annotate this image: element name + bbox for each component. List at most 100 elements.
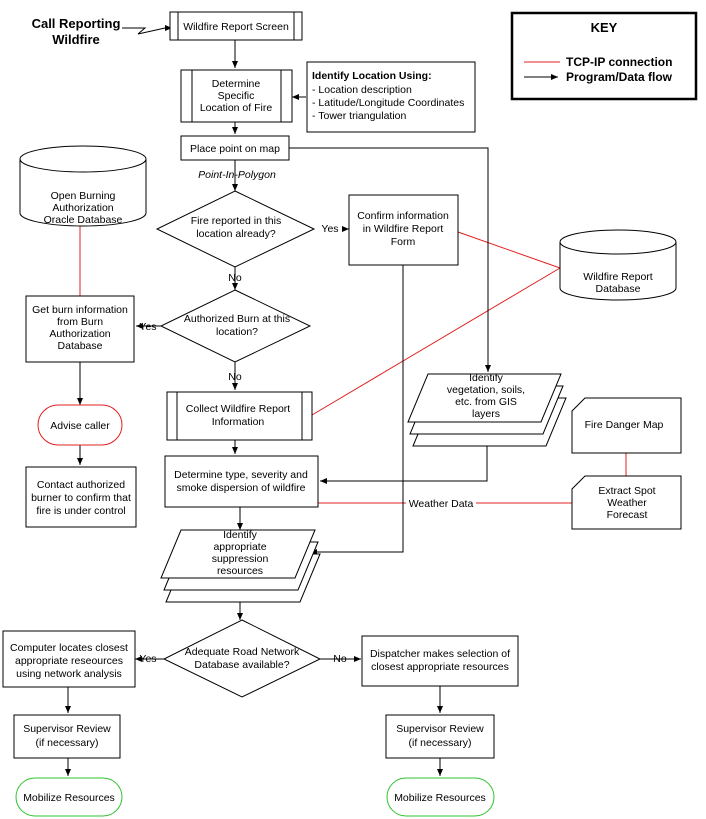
node-confirm-information: Confirm information in Wildfire Report F… xyxy=(348,194,459,266)
open-burning-db-line-3: Oracle Database xyxy=(44,214,123,226)
computer-locates-line-1: Computer locates closest xyxy=(10,642,128,654)
node-dispatcher-selects: Dispatcher makes selection of closest ap… xyxy=(361,635,519,687)
identify-suppression-line-2: appropriate xyxy=(213,541,266,553)
determine-type-line-2: smoke dispersion of wildfire xyxy=(177,482,306,494)
legend-box xyxy=(510,11,698,101)
supervisor-review-left-line-1: Supervisor Review xyxy=(23,723,111,735)
confirm-information-line-3: Form xyxy=(391,236,416,248)
contact-burner-line-3: fire is under control xyxy=(36,505,125,517)
open-burning-db-line-2: Authorization xyxy=(52,202,113,214)
identify-gis-line-1: Identify xyxy=(469,372,504,384)
identify-suppression-line-1: Identify xyxy=(223,529,258,541)
fire-danger-map-label: Fire Danger Map xyxy=(585,419,664,431)
identify-location-title: Identify Location Using: xyxy=(312,70,432,82)
edge-label-no-fire-reported: No xyxy=(228,272,242,284)
point-in-polygon-label: Point-In-Polygon xyxy=(198,169,276,181)
determine-type-line-1: Determine type, severity and xyxy=(174,469,308,481)
node-determine-type: Determine type, severity and smoke dispe… xyxy=(164,455,319,508)
edge-label-yes-confirm: Yes xyxy=(321,223,338,235)
identify-gis-line-4: layers xyxy=(472,408,500,420)
get-burn-info-line-3: Authorization xyxy=(49,328,110,340)
fire-reported-line-1: Fire reported in this xyxy=(191,215,281,227)
supervisor-review-right-line-2: (if necessary) xyxy=(408,737,471,749)
contact-burner-line-1: Contact authorized xyxy=(37,479,125,491)
tcp-confirm-to-wildfiredb xyxy=(457,231,561,269)
computer-locates-line-2: appropriate reseources xyxy=(15,655,123,667)
extract-weather-line-3: Forecast xyxy=(607,509,648,521)
flow-place-to-gis xyxy=(289,147,491,372)
node-extract-weather: Extract Spot Weather Forecast xyxy=(571,475,682,530)
legend: KEY TCP-IP connection Program/Data flow xyxy=(510,11,698,101)
get-burn-info-line-1: Get burn information xyxy=(32,304,128,316)
open-burning-db-line-1: Open Burning xyxy=(51,190,116,202)
identify-gis-line-3: etc. from GIS xyxy=(455,396,517,408)
node-determine-location-line-3: Location of Fire xyxy=(200,102,273,114)
flow-gis-to-determine-type xyxy=(320,446,488,484)
supervisor-review-right-line-1: Supervisor Review xyxy=(396,723,484,735)
node-supervisor-review-left: Supervisor Review (if necessary) xyxy=(13,714,121,759)
node-open-burning-db: Open Burning Authorization Oracle Databa… xyxy=(19,145,147,227)
edge-label-yes-burn: Yes xyxy=(139,321,156,333)
node-mobilize-right: Mobilize Resources xyxy=(386,777,495,817)
node-determine-location-line-2: Specific xyxy=(218,90,255,102)
confirm-information-line-2: in Wildfire Report xyxy=(363,223,444,235)
computer-locates-line-3: using network analysis xyxy=(16,668,122,680)
extract-weather-line-1: Extract Spot xyxy=(598,485,655,497)
legend-flow-label: Program/Data flow xyxy=(566,70,673,84)
node-supervisor-review-right: Supervisor Review (if necessary) xyxy=(385,714,495,759)
identify-gis-line-2: vegetation, soils, xyxy=(447,384,525,396)
node-fire-danger-map: Fire Danger Map xyxy=(571,397,682,454)
edge-label-no-burn: No xyxy=(228,371,242,383)
caller-label: Call Reporting Wildfire xyxy=(32,16,121,47)
node-determine-location: Determine Specific Location of Fire xyxy=(180,69,293,123)
node-advise-caller: Advise caller xyxy=(37,404,123,446)
mobilize-right-label: Mobilize Resources xyxy=(394,792,486,804)
node-wildfire-report-screen: Wildfire Report Screen xyxy=(169,11,303,41)
extract-weather-line-2: Weather xyxy=(607,497,647,509)
weather-data-label: Weather Data xyxy=(409,498,474,510)
caller-line-1: Call Reporting xyxy=(32,16,121,31)
identify-location-item-3: - Tower triangulation xyxy=(312,110,407,122)
legend-tcp-label: TCP-IP connection xyxy=(566,55,672,69)
edge-label-yes-road: Yes xyxy=(139,653,156,665)
fire-reported-line-2: location already? xyxy=(196,228,276,240)
adequate-road-line-2: Database available? xyxy=(194,659,289,671)
get-burn-info-line-2: from Burn xyxy=(57,316,103,328)
node-identify-gis: Identify vegetation, soils, etc. from GI… xyxy=(407,372,567,447)
advise-caller-label: Advise caller xyxy=(50,420,110,432)
mobilize-left-label: Mobilize Resources xyxy=(23,792,115,804)
dispatcher-selects-line-2: closest appropriate resources xyxy=(371,661,509,673)
identify-suppression-line-3: suppression xyxy=(212,553,269,565)
node-wildfire-report-db: Wildfire Report Database xyxy=(559,229,677,301)
node-authorized-burn-decision: Authorized Burn at this location? xyxy=(159,289,312,363)
caller-line-2: Wildfire xyxy=(52,32,100,47)
node-determine-location-line-1: Determine xyxy=(212,78,261,90)
node-collect-report: Collect Wildfire Report Information xyxy=(166,391,313,441)
node-computer-locates: Computer locates closest appropriate res… xyxy=(2,630,136,688)
dispatcher-selects-line-1: Dispatcher makes selection of xyxy=(370,648,510,660)
identify-suppression-line-4: resources xyxy=(217,565,263,577)
node-place-point: Place point on map xyxy=(180,135,290,161)
identify-location-item-1: - Location description xyxy=(312,84,412,96)
adequate-road-line-1: Adequate Road Network xyxy=(185,646,300,658)
collect-report-line-1: Collect Wildfire Report xyxy=(186,403,291,415)
flow-lines xyxy=(65,40,491,776)
node-get-burn-info: Get burn information from Burn Authoriza… xyxy=(25,295,135,363)
supervisor-review-left-line-2: (if necessary) xyxy=(35,737,98,749)
get-burn-info-line-4: Database xyxy=(58,340,103,352)
confirm-information-line-1: Confirm information xyxy=(357,210,449,222)
node-adequate-road-decision: Adequate Road Network Database available… xyxy=(162,619,322,698)
authorized-burn-line-2: location? xyxy=(216,326,258,338)
phone-lightning-icon xyxy=(122,25,172,35)
tcp-connections xyxy=(79,226,627,504)
collect-report-line-2: Information xyxy=(212,416,265,428)
edge-label-no-road: No xyxy=(333,653,347,665)
tcp-collect-to-wildfiredb xyxy=(311,267,561,416)
contact-burner-line-2: burner to confirm that xyxy=(31,492,131,504)
authorized-burn-line-1: Authorized Burn at this xyxy=(184,313,290,325)
node-identify-suppression: Identify appropriate suppression resourc… xyxy=(160,529,321,603)
legend-title: KEY xyxy=(591,20,618,35)
identify-location-item-2: - Latitude/Longitude Coordinates xyxy=(312,97,464,109)
node-wildfire-report-screen-label: Wildfire Report Screen xyxy=(183,21,289,33)
